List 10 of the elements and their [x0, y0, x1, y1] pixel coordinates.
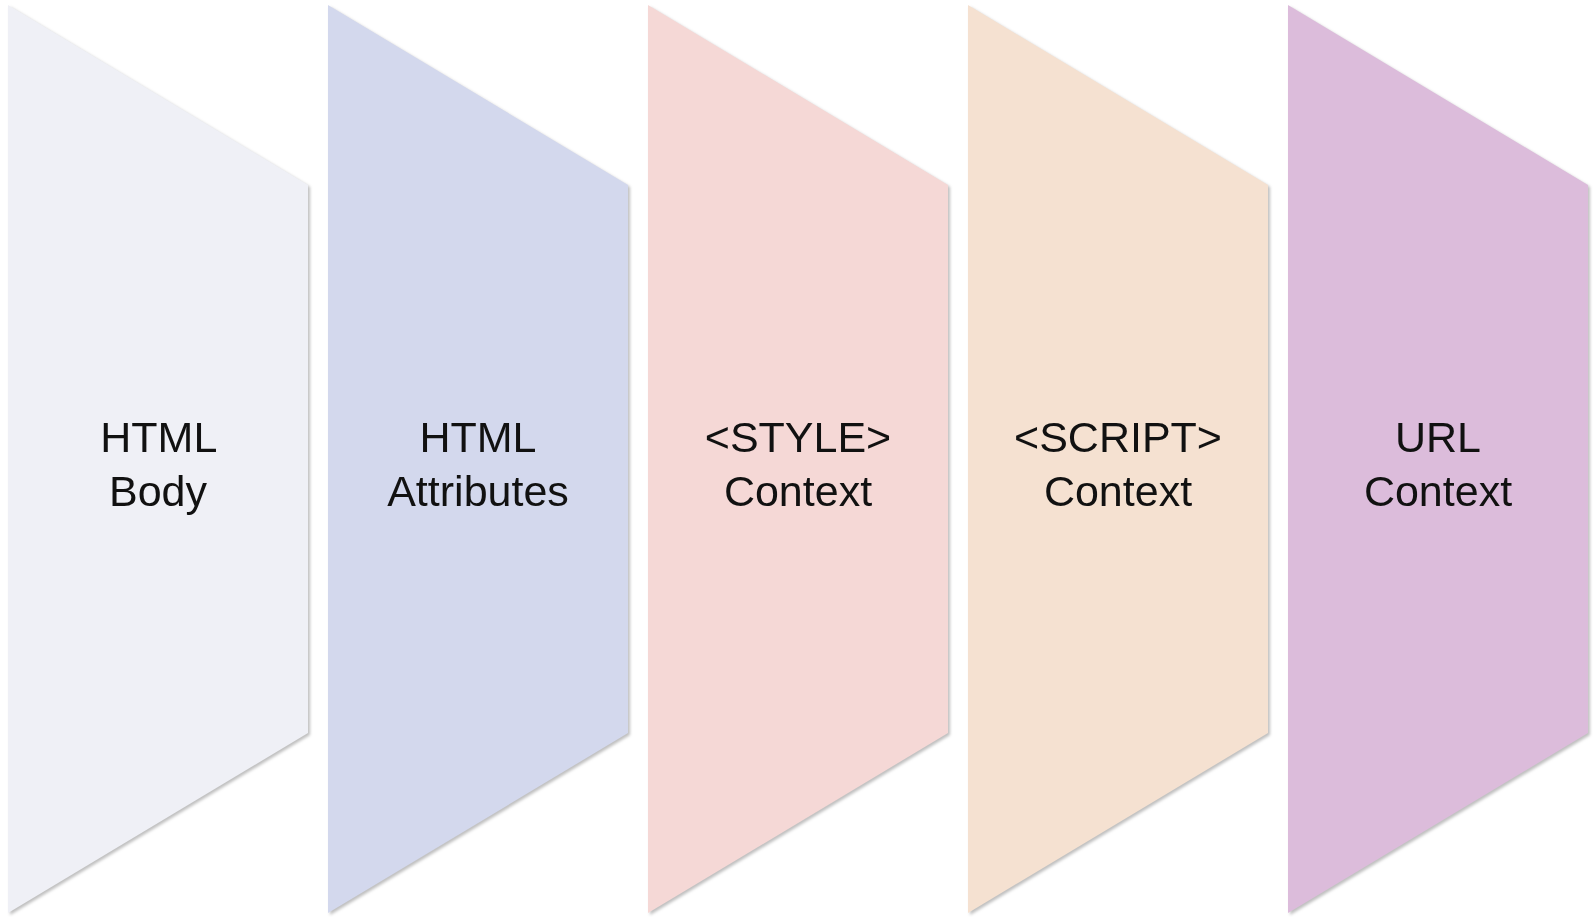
chevron-shape: [1288, 5, 1588, 915]
stage-label: URL Context: [1363, 412, 1513, 517]
stage-label: <SCRIPT> Context: [1014, 412, 1222, 517]
chevron-shape: [648, 5, 948, 915]
chevron-shape: [968, 5, 1268, 915]
chevron-shape: [328, 5, 628, 915]
stage-label: <STYLE> Context: [704, 412, 892, 517]
stage-label: HTML Body: [100, 412, 216, 517]
chevron-shape: [8, 5, 308, 915]
stage-label: HTML Attributes: [387, 412, 569, 517]
